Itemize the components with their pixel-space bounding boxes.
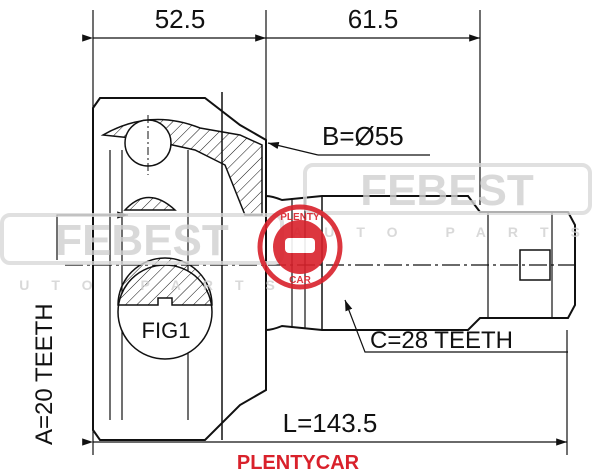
watermark-febest-left: FEBEST AUTO PARTS [0,213,297,293]
footer-brand: PLENTYCAR [237,452,360,474]
svg-text:AUTO PARTS: AUTO PARTS [292,224,600,240]
fig1-label: FIG1 [142,318,191,343]
svg-text:FEBEST: FEBEST [360,166,534,215]
svg-text:PLENTY: PLENTY [280,212,320,223]
outer-housing [92,92,267,441]
dimension-61-5: 61.5 [348,4,399,34]
dimension-52-5: 52.5 [155,4,206,34]
length-label: L=143.5 [283,408,378,438]
svg-text:CAR: CAR [289,275,311,286]
svg-text:FEBEST: FEBEST [55,216,229,265]
c-leader [344,299,568,353]
a-teeth-label: A=20 TEETH [31,303,58,445]
b-diameter-label: B=Ø55 [322,121,404,151]
c-teeth-label: C=28 TEETH [370,327,513,354]
b-leader-arrow [267,142,319,156]
svg-text:AUTO PARTS: AUTO PARTS [0,277,297,293]
plentycar-stamp: PLENTY CAR [257,204,343,290]
watermark-febest-right: FEBEST AUTO PARTS [292,163,600,240]
